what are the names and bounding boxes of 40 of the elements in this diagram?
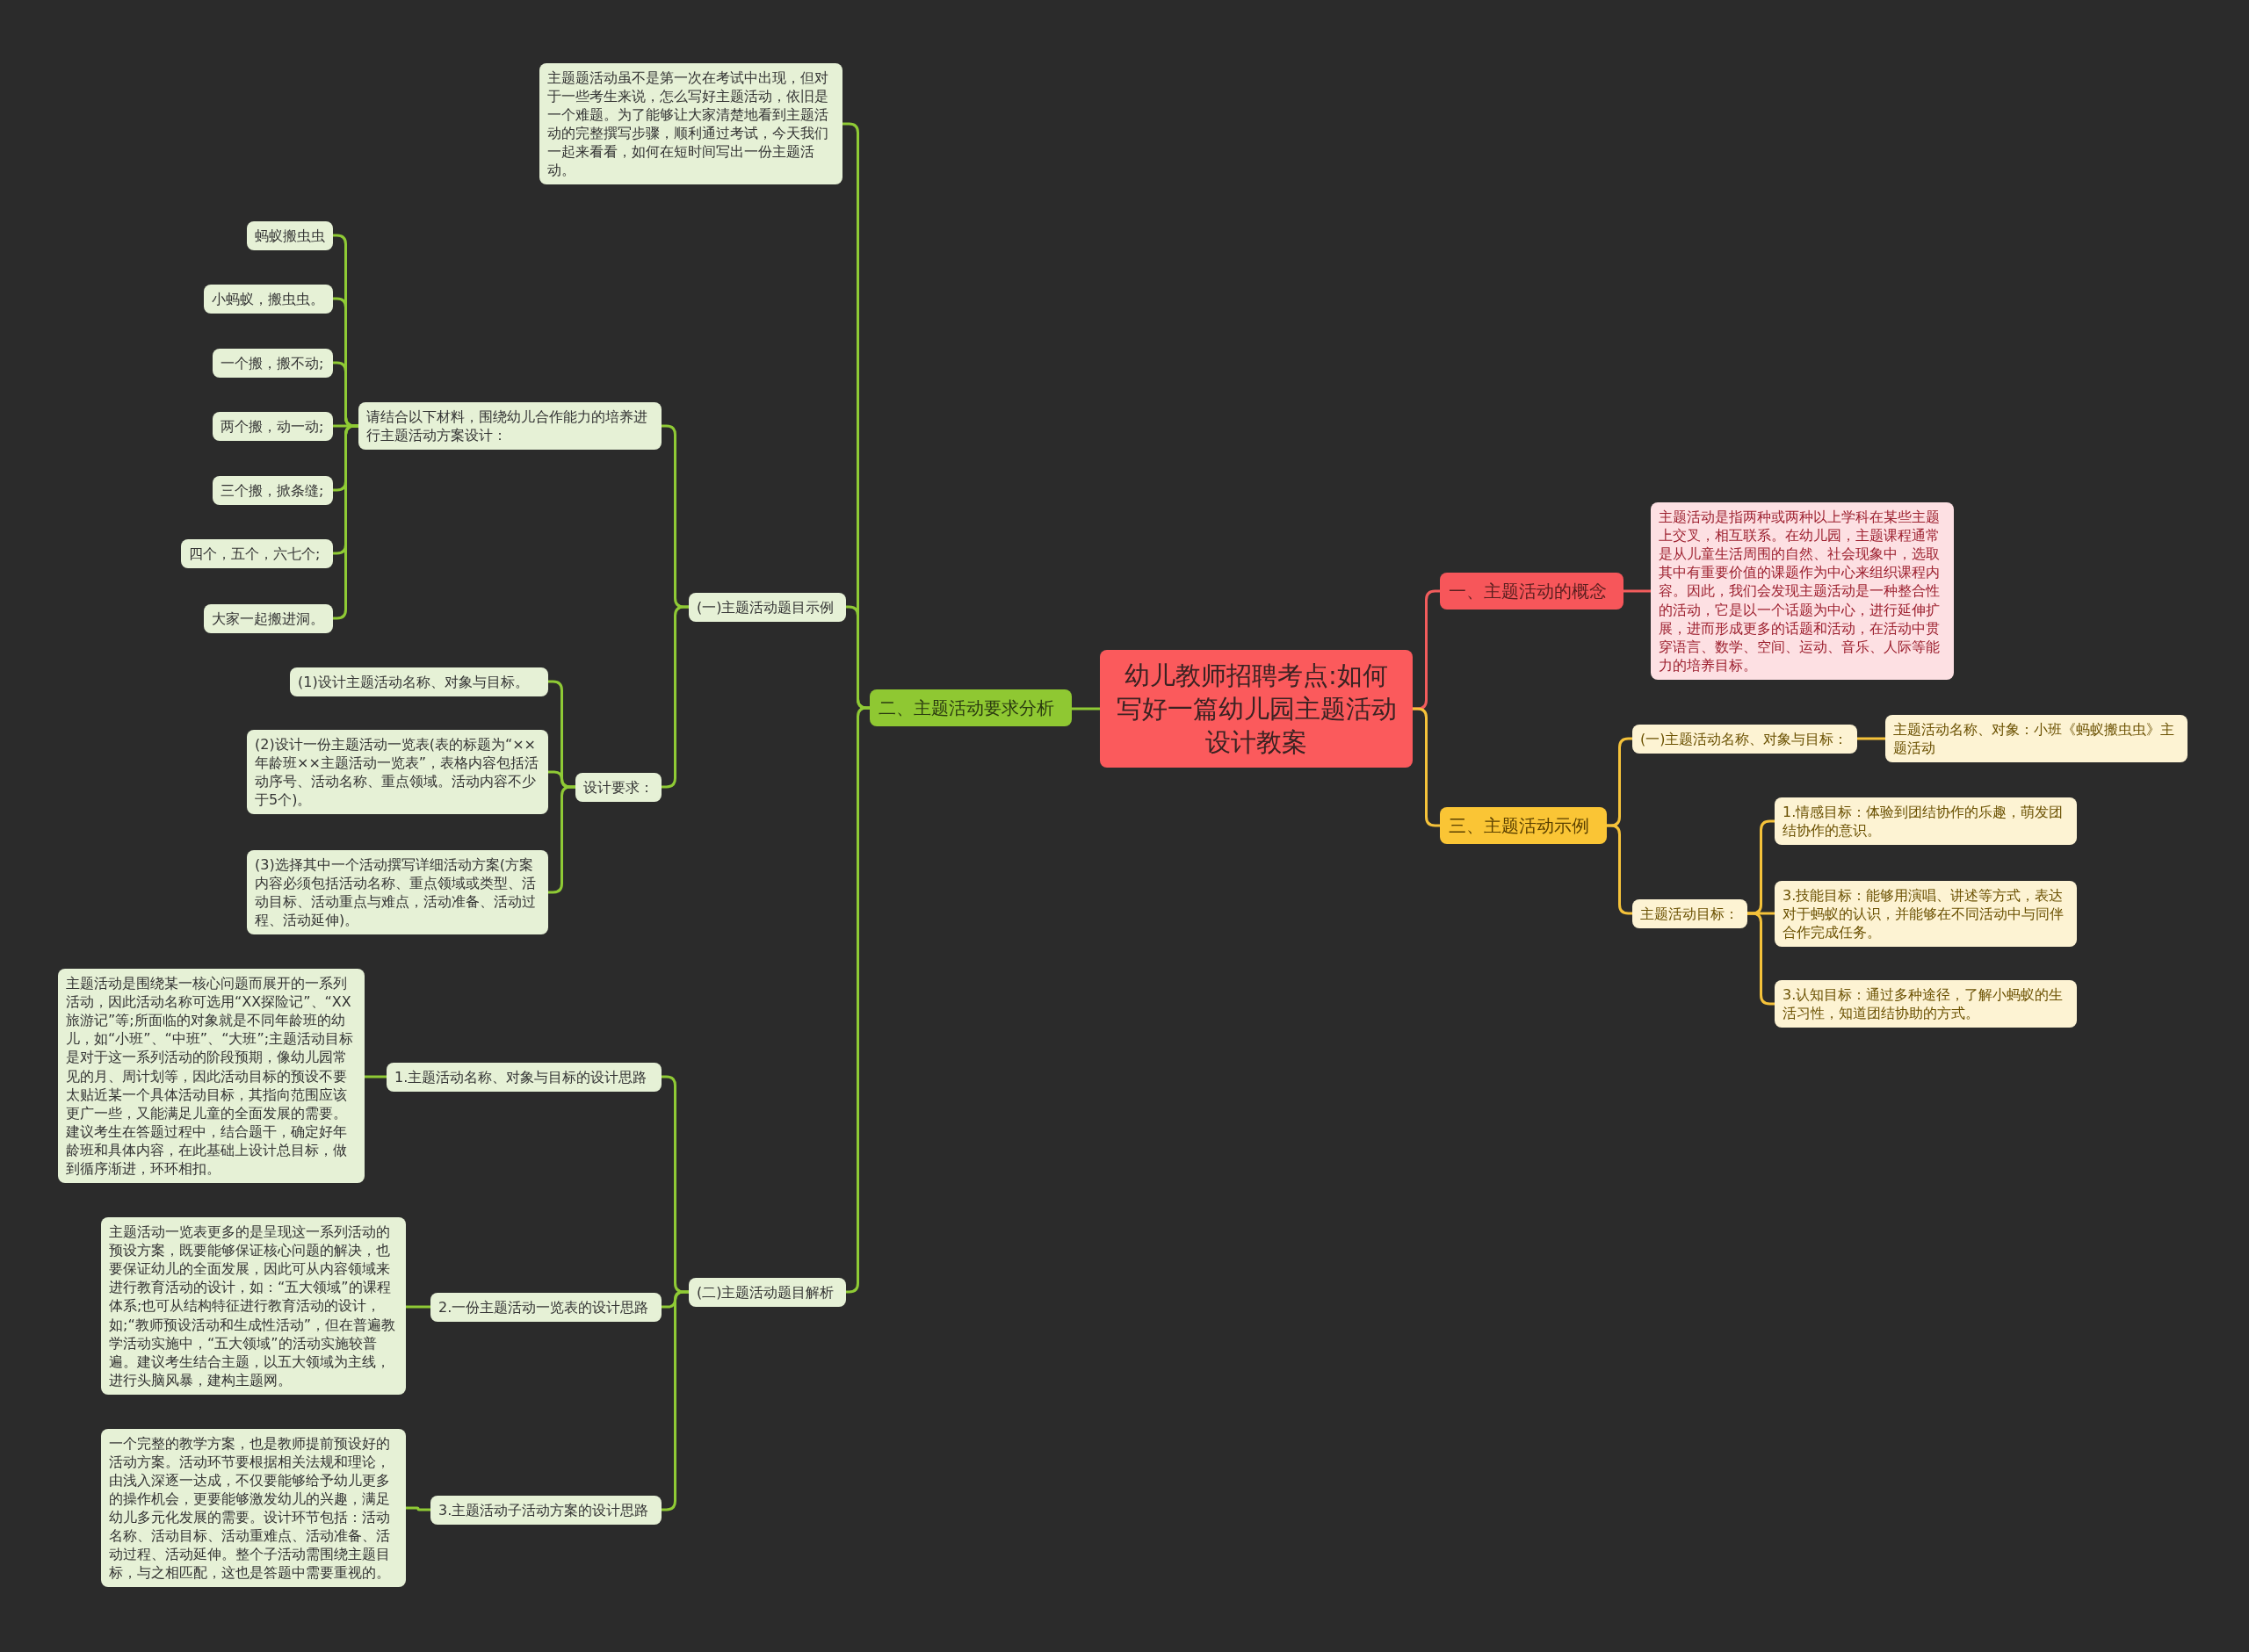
text-card: 一个完整的教学方案，也是教师提前预设好的活动方案。活动环节要根据相关法规和理论，由浅入深逐一达成，不仅要能够给予幼儿更多的操作机会，更要能够激发幼儿的兴趣，满足幼儿多元化发展的需要。设计环节包括：活动名称、活动目标、活动重难点、活动准备、活动过程、活动延伸。整个子活动需围绕主题目标，与之相匹配，这也是答题中需要重视的。	[101, 1428, 406, 1588]
text-card: 主题活动是围绕某一核心问题而展开的一系列活动，因此活动名称可选用“XX探险记”、“XX旅游记”等;所面临的对象就是不同年龄班的幼儿，如“小班”、“中班”、“大班”;主题活动目标是对于这一系列活动的阶段预期，像幼儿园常见的月、周计划等，因此活动目标的预设不要太贴近某一个具体活动目标，其指向范围应该更广一些，又能满足儿童的全面发展的需要。建议考生在答题过程中，结合题干，确定好年龄班和具体内容，在此基础上设计总目标，做到循序渐进，环环相扣。	[58, 969, 365, 1184]
text-card: 主题活动一览表更多的是呈现这一系列活动的预设方案，既要能够保证核心问题的解决，也要保证幼儿的全面发展，因此可从内容领域来进行教育活动的设计，如：“五大领域”的课程体系;也可从结构特征进行教育活动的设计，如;“教师预设活动和生成性活动”，但在普遍教学活动实施中，“五大领域”的活动实施较普遍。建议考生结合主题，以五大领域为主线，进行头脑风暴，建构主题网。	[101, 1217, 406, 1395]
subtopic: (1)设计主题活动名称、对象与目标。	[290, 667, 548, 696]
text-card: 主题活动是指两种或两种以上学科在某些主题上交叉，相互联系。在幼儿园，主题课程通常是从儿童生活周围的自然、社会现象中，选取其中有重要价值的课题作为中心来组织课程内容。因此，我们会发现主题活动是一种整合性的活动，它是以一个话题为中心，进行延伸扩展，进而形成更多的话题和活动，在活动中贯穿语言、数学、空间、运动、音乐、人际等能力的培养目标。	[1651, 502, 1954, 680]
subtopic: 2.一份主题活动一览表的设计思路	[430, 1292, 662, 1322]
subtopic: 蚂蚁搬虫虫	[247, 220, 333, 250]
text-card: 3.认知目标：通过多种途径，了解小蚂蚁的生活习性，知道团结协助的方式。	[1775, 980, 2077, 1028]
connector-line	[845, 706, 871, 1294]
central-topic: 幼儿教师招聘考点:如何写好一篇幼儿园主题活动设计教案	[1100, 649, 1413, 768]
subtopic: 四个，五个，六七个;	[181, 538, 333, 568]
branch-topic: 二、主题活动要求分析	[870, 689, 1072, 727]
text-card: (2)设计一份主题活动一览表(表的标题为“××年龄班××主题活动一览表”，表格内容包括活动序号、活动名称、重点领域。活动内容不少于5个)。	[247, 730, 548, 815]
text-card: (3)选择其中一个活动撰写详细活动方案(方案内容必须包括活动名称、重点领域或类型、活动目标、活动重点与难点，活动准备、活动过程、活动延伸)。	[247, 850, 548, 935]
subtopic: 主题活动目标：	[1632, 898, 1747, 928]
connector-line	[846, 605, 870, 710]
connector-line	[406, 1506, 430, 1511]
connector-line	[1623, 589, 1651, 593]
subtopic: 小蚂蚁，搬虫虫。	[204, 284, 333, 314]
subtopic: 3.主题活动子活动方案的设计思路	[430, 1495, 662, 1525]
connector-line	[1857, 737, 1885, 740]
subtopic: (一)主题活动题目示例	[689, 592, 846, 622]
subtopic: 两个搬，动一动;	[213, 411, 333, 441]
subtopic: 设计要求：	[575, 772, 662, 802]
subtopic: 1.主题活动名称、对象与目标的设计思路	[387, 1062, 662, 1092]
text-card: 1.情感目标：体验到团结协作的乐趣，萌发团结协作的意识。	[1775, 797, 2077, 846]
connector-line	[365, 1075, 387, 1078]
connector-line	[406, 1305, 430, 1309]
connector-line	[1072, 707, 1100, 711]
subtopic: 一个搬，搬不动;	[213, 348, 333, 378]
text-card: 主题题活动虽不是第一次在考试中出现，但对于一些考生来说，怎么写好主题活动，依旧是一个难题。为了能够让大家清楚地看到主题活动的完整撰写步骤，顺利通过考试，今天我们一起来看看，如何在短时间写出一份主题活动。	[539, 62, 842, 185]
branch-topic: 三、主题活动示例	[1440, 807, 1607, 845]
subtopic: 大家一起搬进洞。	[204, 603, 333, 633]
subtopic: 请结合以下材料，围绕幼儿合作能力的培养进行主题活动方案设计：	[358, 402, 662, 451]
text-card: 3.技能目标：能够用演唱、讲述等方式，表达对于蚂蚁的认识，并能够在不同活动中与同伴合作完成任务。	[1775, 880, 2077, 947]
subtopic: 主题活动名称、对象：小班《蚂蚁搬虫虫》主题活动	[1885, 715, 2188, 763]
subtopic: (一)主题活动名称、对象与目标：	[1632, 724, 1857, 754]
subtopic: 三个搬，掀条缝;	[213, 475, 333, 505]
subtopic: (二)主题活动题目解析	[689, 1277, 846, 1307]
branch-topic: 一、主题活动的概念	[1440, 573, 1623, 610]
